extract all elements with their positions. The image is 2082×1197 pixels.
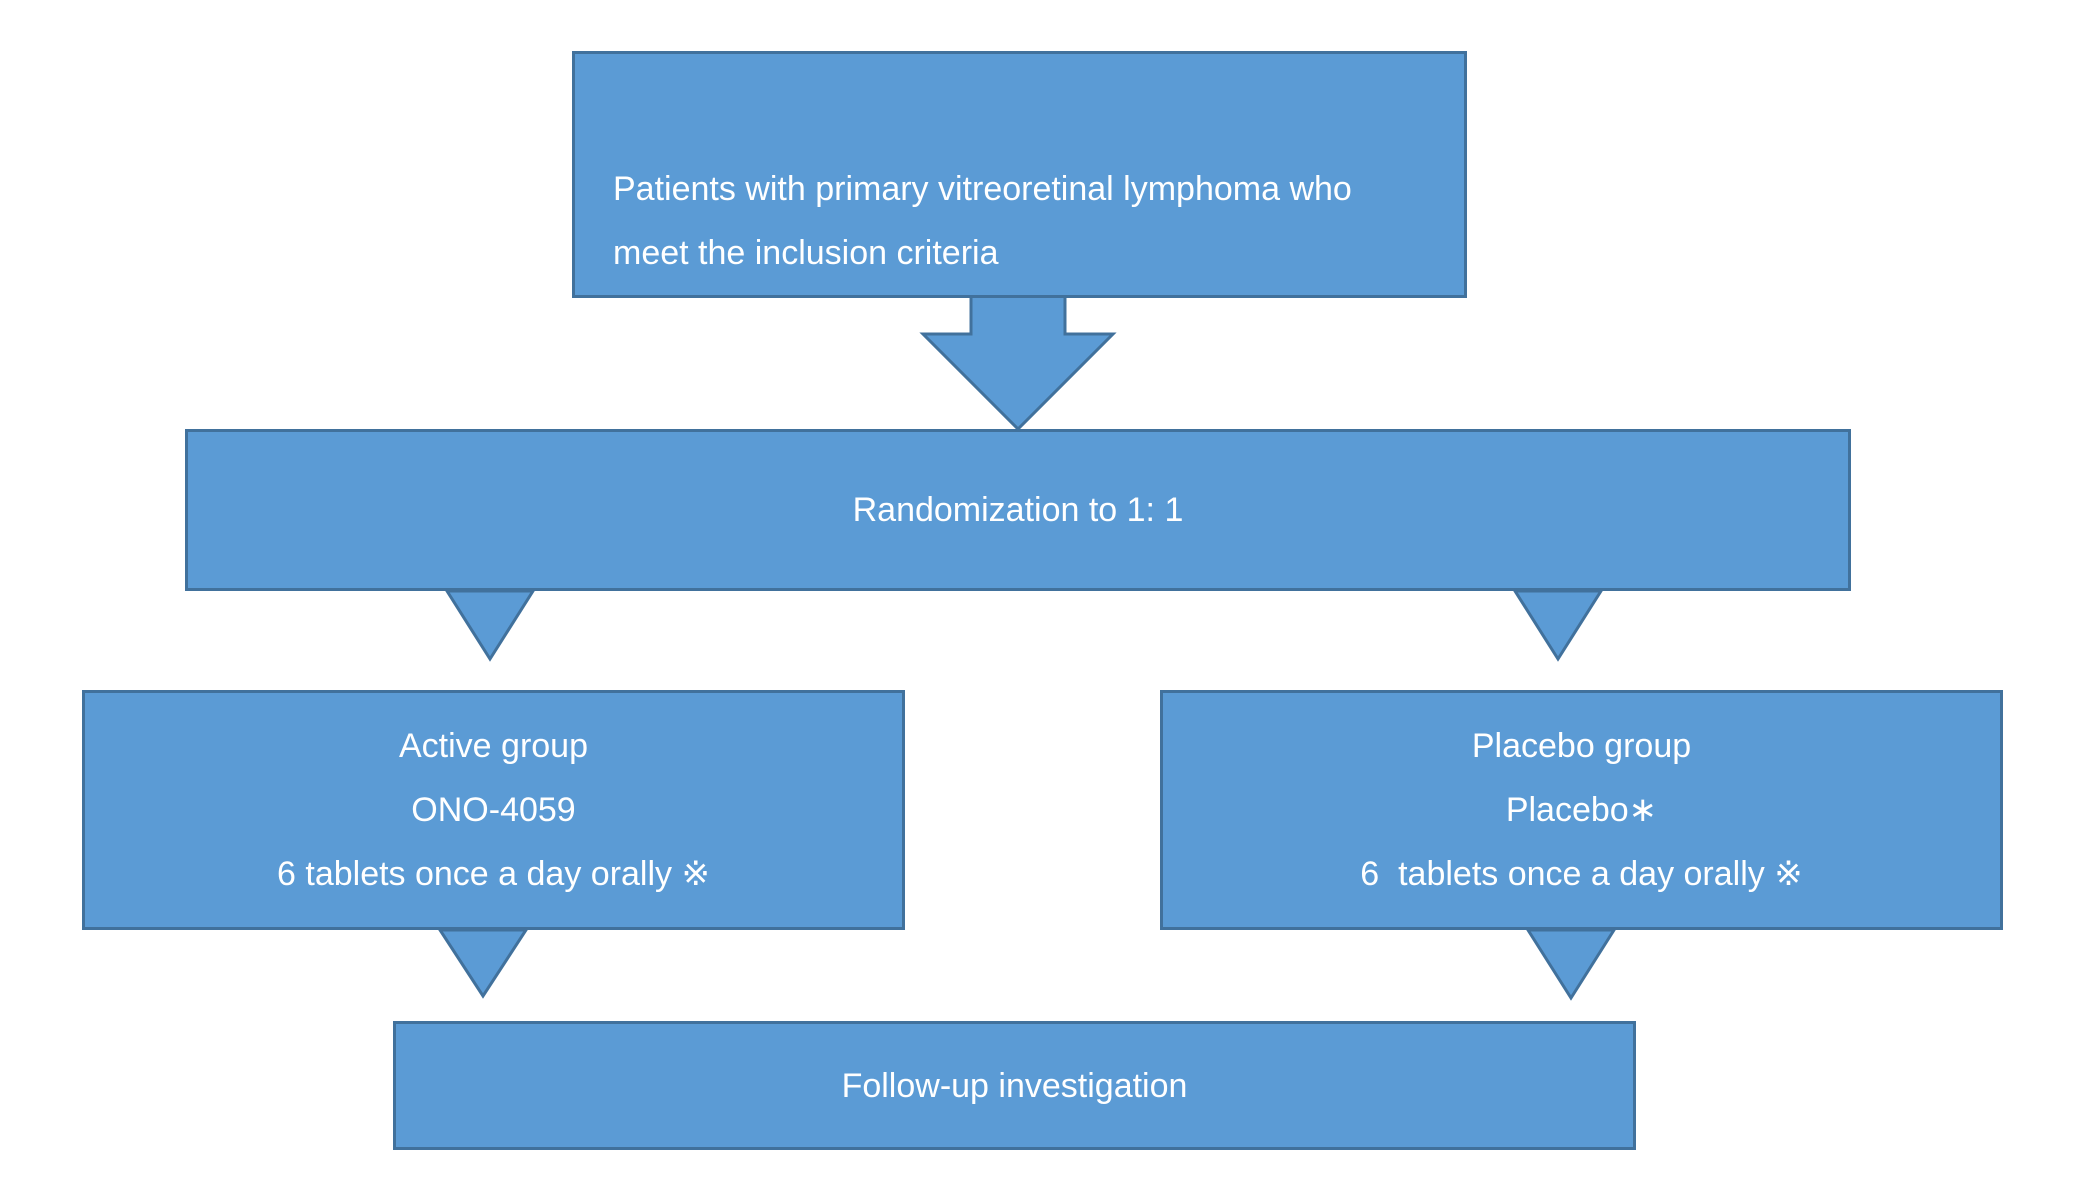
randomization-label: Randomization to 1: 1 [852, 491, 1184, 529]
arrow-down-randomization-to-active [444, 589, 536, 662]
followup-label: Follow-up investigation [841, 1066, 1188, 1105]
placebo-group-box: Placebo group Placebo∗ 6 tablets once a … [1160, 690, 2003, 930]
active-group-title: Active group [399, 727, 588, 765]
arrow-down-active-to-followup [437, 928, 529, 999]
active-group-box: Active group ONO-4059 6 tablets once a d… [82, 690, 905, 930]
followup-box: Follow-up investigation [393, 1021, 1636, 1150]
placebo-group-dosing: 6 tablets once a day orally ※ [1360, 855, 1803, 893]
eligibility-line-2: meet the inclusion criteria [613, 234, 999, 272]
active-group-dosing: 6 tablets once a day orally ※ [277, 855, 710, 893]
placebo-group-drug: Placebo∗ [1505, 791, 1658, 829]
randomization-box: Randomization to 1: 1 [185, 429, 1851, 591]
arrow-down-placebo-to-followup [1525, 928, 1617, 1001]
eligibility-text: Patients with primary vitreoretinal lymp… [613, 157, 1352, 285]
arrow-down-randomization-to-placebo [1512, 589, 1604, 662]
placebo-group-title: Placebo group [1471, 727, 1692, 765]
active-group-drug: ONO-4059 [411, 791, 576, 829]
eligibility-line-1: Patients with primary vitreoretinal lymp… [613, 170, 1352, 208]
arrow-down-eligibility-to-randomization [919, 294, 1117, 432]
eligibility-box: Patients with primary vitreoretinal lymp… [572, 51, 1467, 298]
